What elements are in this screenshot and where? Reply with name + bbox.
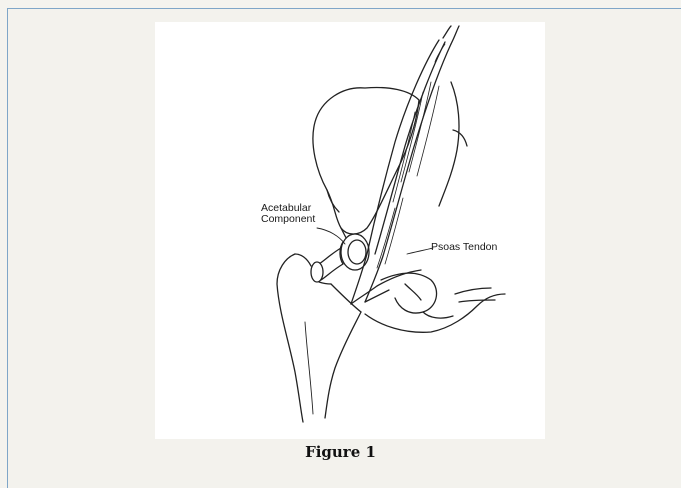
ilium-outline	[313, 88, 419, 235]
acetabular-cup	[341, 234, 369, 270]
psoas-muscle	[351, 40, 439, 304]
figure-container: Acetabular Component Psoas Tendon	[7, 8, 681, 488]
figure-illustration: Acetabular Component Psoas Tendon	[155, 22, 545, 439]
figure-caption: Figure 1	[0, 443, 681, 461]
femur-outline	[277, 254, 303, 422]
acetabular-label-line2: Component	[261, 213, 315, 225]
acetabular-component-label: Acetabular Component	[261, 203, 315, 225]
psoas-tendon-label: Psoas Tendon	[431, 242, 497, 253]
